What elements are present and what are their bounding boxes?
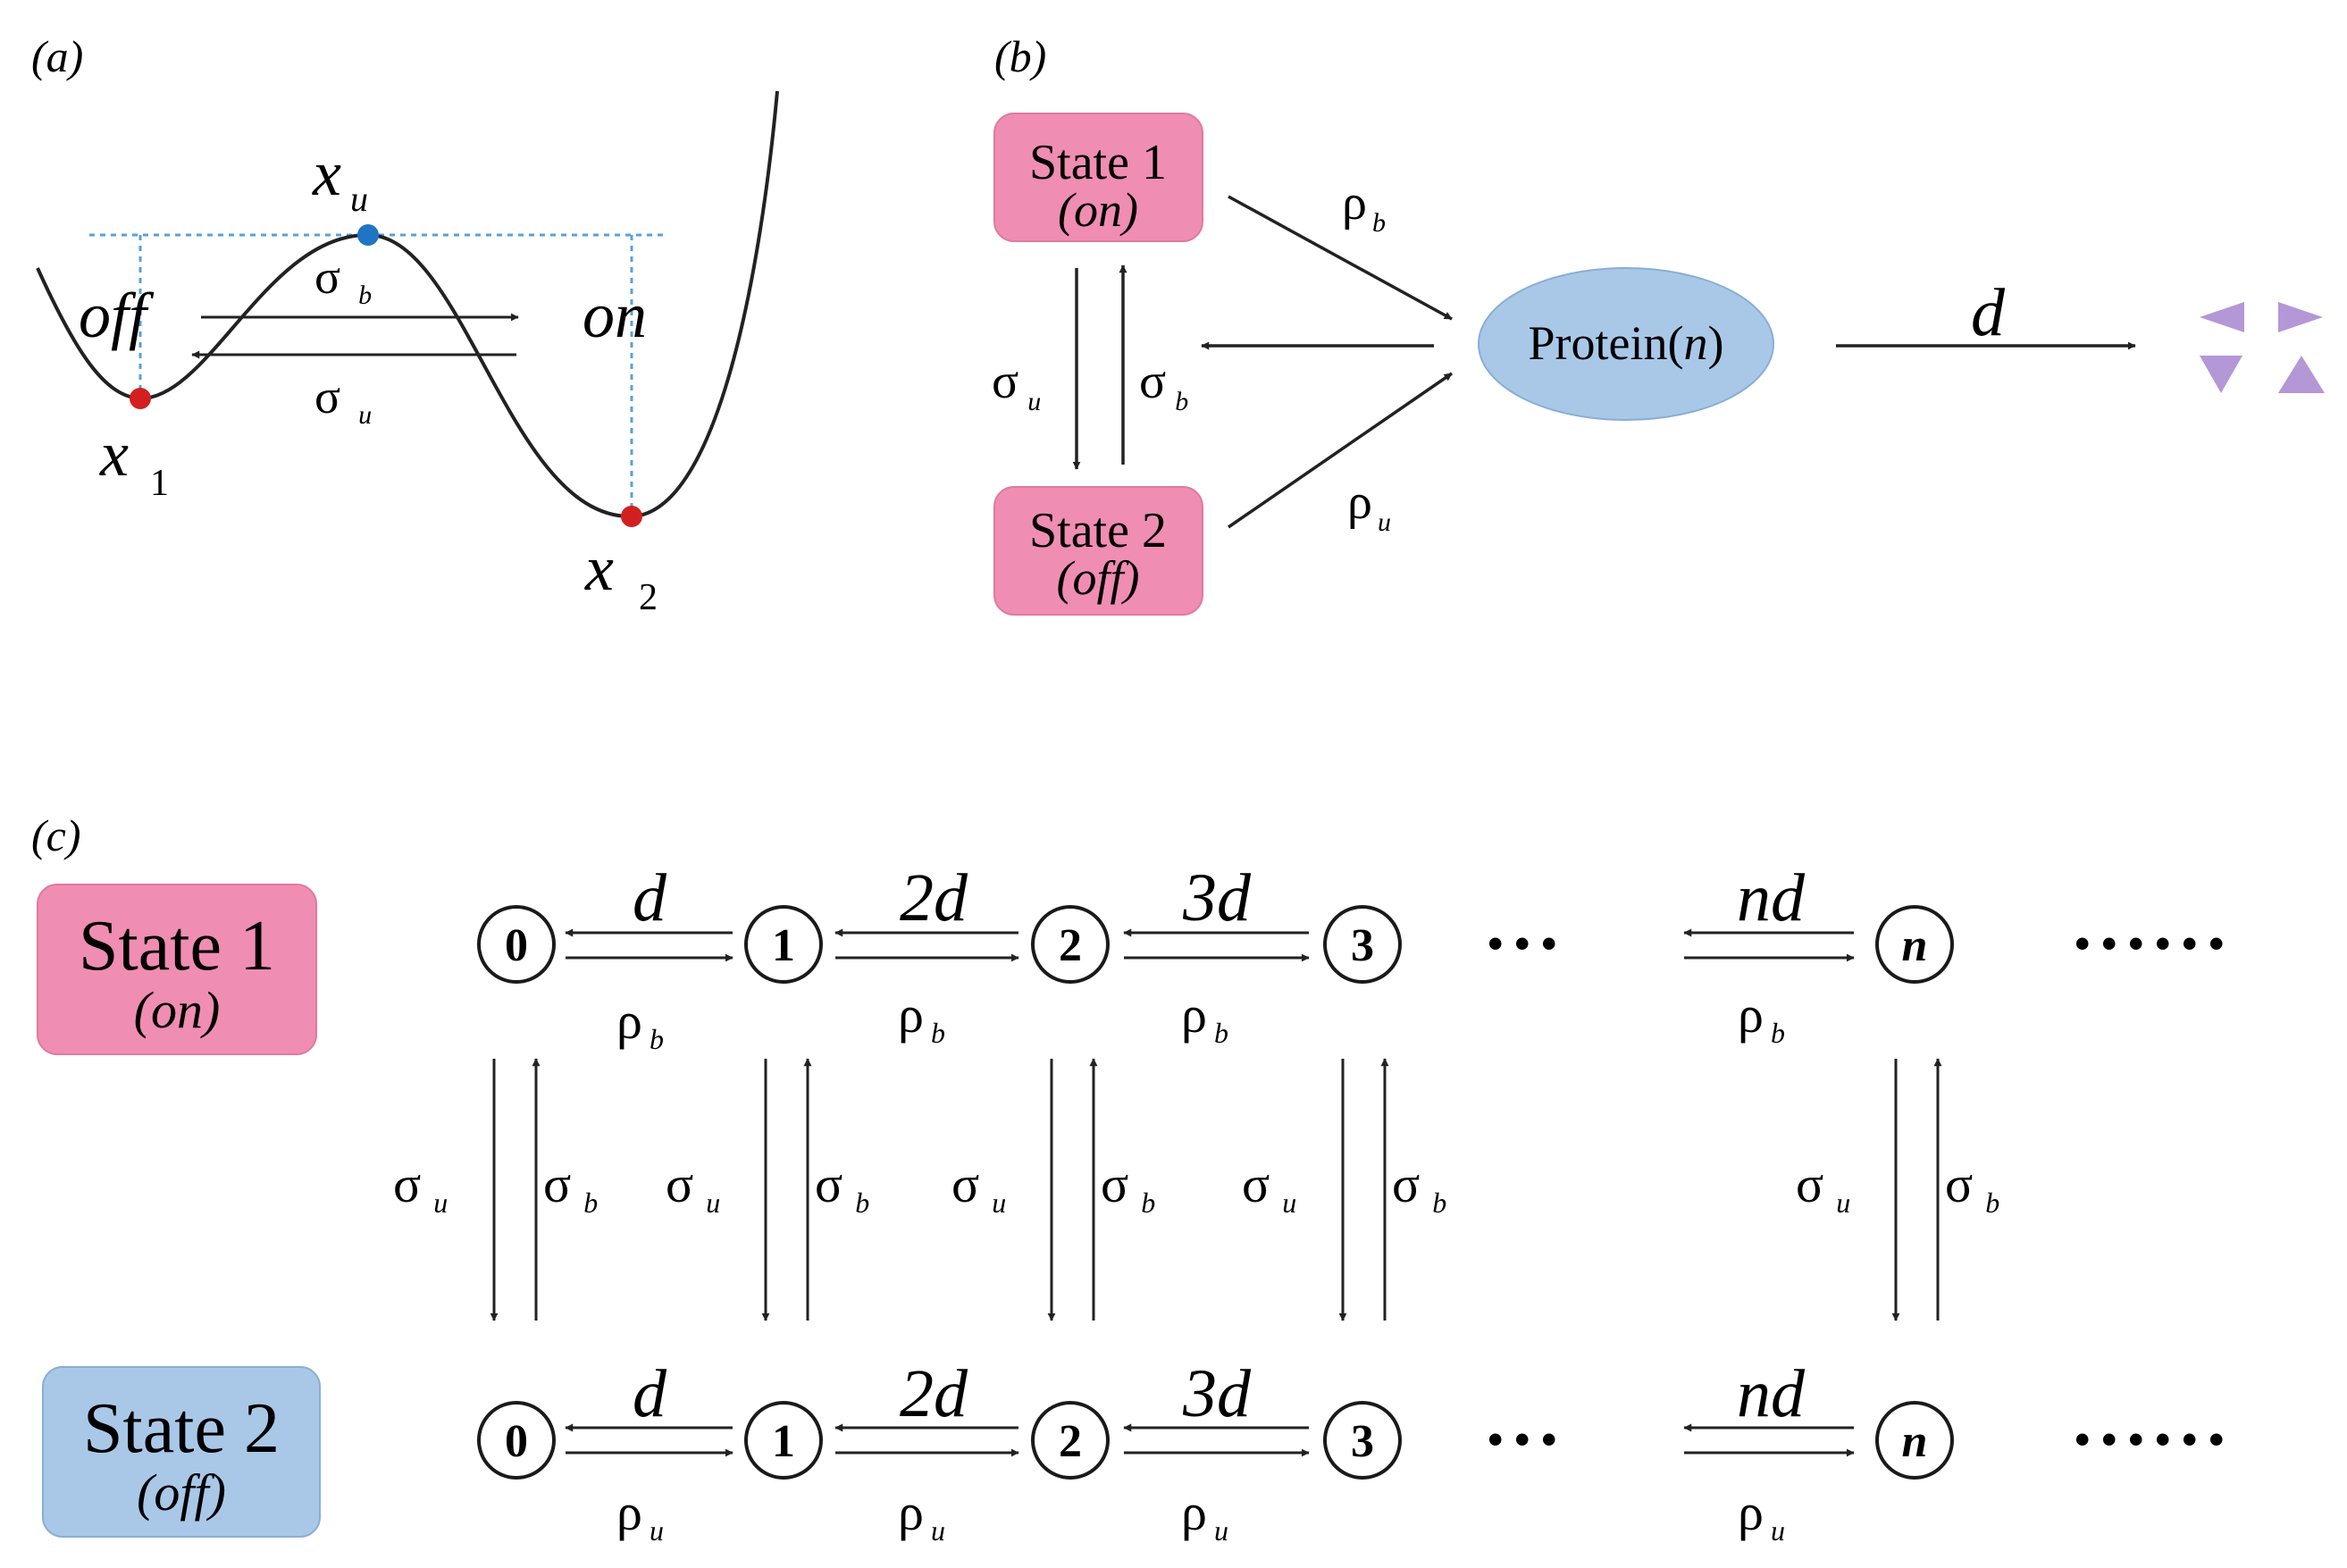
svg-text:2: 2 xyxy=(1059,1416,1082,1467)
chain-state1-box xyxy=(37,884,317,1055)
protein-ellipse xyxy=(1478,267,1774,421)
chain-state1-line1: State 1 xyxy=(79,907,275,985)
svg-text:n: n xyxy=(1902,920,1928,971)
top-ellipsis-short: • • • xyxy=(1488,918,1557,968)
bottom-node-1: 1 xyxy=(744,1401,823,1480)
panel-c-label: (c) xyxy=(31,810,81,860)
fragment-triangle-2 xyxy=(2278,302,2323,332)
top-node-1: 1 xyxy=(744,905,823,984)
bottom-d-label: d xyxy=(633,1356,667,1431)
fragment-triangle-3 xyxy=(2200,356,2242,393)
top-3d-label: 3d xyxy=(1182,860,1252,935)
state2-line1: State 2 xyxy=(1029,503,1167,558)
bottom-3d-label: 3d xyxy=(1182,1356,1252,1431)
svg-text:1: 1 xyxy=(772,1416,795,1467)
bottom-node-2: 2 xyxy=(1031,1401,1110,1480)
top-2d-label: 2d xyxy=(900,860,968,935)
top-ellipsis-long: • • • • • • xyxy=(2075,918,2225,968)
bottom-nd-label: nd xyxy=(1737,1356,1806,1431)
bottom-node-n: n xyxy=(1875,1401,1954,1480)
top-node-0: 0 xyxy=(477,905,556,984)
bottom-node-3: 3 xyxy=(1323,1401,1402,1480)
bottom-ellipsis-short: • • • xyxy=(1488,1414,1557,1464)
state1-line1: State 1 xyxy=(1029,135,1167,190)
bottom-ellipsis-long: • • • • • • xyxy=(2075,1414,2225,1464)
chain-state2-line2: (off) xyxy=(137,1463,226,1522)
state2-production-arrow xyxy=(1228,372,1453,529)
bottom-2d-label: 2d xyxy=(900,1356,968,1431)
panel-b-label: (b) xyxy=(994,31,1046,81)
chain-state2-box xyxy=(42,1366,321,1538)
chain-state1-line2: (on) xyxy=(134,981,221,1039)
state2-line2: (off) xyxy=(1057,551,1140,605)
svg-text:0: 0 xyxy=(505,920,528,971)
svg-text:1: 1 xyxy=(772,920,795,971)
state1-line2: (on) xyxy=(1058,183,1138,237)
svg-text:3: 3 xyxy=(1351,1416,1374,1467)
svg-text:n: n xyxy=(1902,1416,1928,1467)
degraded-fragments xyxy=(2200,302,2325,393)
top-d-label: d xyxy=(633,860,667,935)
x1-minimum-dot xyxy=(130,388,151,409)
protein-label: Protein(n) xyxy=(1529,316,1724,370)
top-nd-label: nd xyxy=(1737,860,1806,935)
svg-text:3: 3 xyxy=(1351,920,1374,971)
state1-production-arrow xyxy=(1228,195,1453,321)
degradation-d-label: d xyxy=(1971,275,2006,350)
fragment-triangle-4 xyxy=(2278,356,2325,393)
x2-minimum-dot xyxy=(621,506,642,527)
top-node-3: 3 xyxy=(1323,905,1402,984)
fragment-triangle-1 xyxy=(2200,302,2244,332)
off-label: off xyxy=(79,280,155,351)
top-node-n: n xyxy=(1875,905,1954,984)
state2-box xyxy=(993,486,1203,616)
svg-text:0: 0 xyxy=(505,1416,528,1467)
top-row: 0 1 2 3 n xyxy=(477,860,2225,1055)
chain-state2-line1: State 2 xyxy=(83,1389,280,1468)
bottom-row: 0 1 2 3 n xyxy=(477,1356,2225,1547)
potential-curve xyxy=(36,90,779,519)
state1-box xyxy=(993,113,1203,242)
panel-a-label: (a) xyxy=(31,31,83,81)
on-label: on xyxy=(583,280,647,351)
bottom-node-0: 0 xyxy=(477,1401,556,1480)
top-node-2: 2 xyxy=(1031,905,1110,984)
panel-c: (c) State 1 (on) State 2 (off) 0 1 2 3 xyxy=(31,810,2225,1547)
svg-text:2: 2 xyxy=(1059,920,1082,971)
xu-barrier-dot xyxy=(357,224,379,246)
